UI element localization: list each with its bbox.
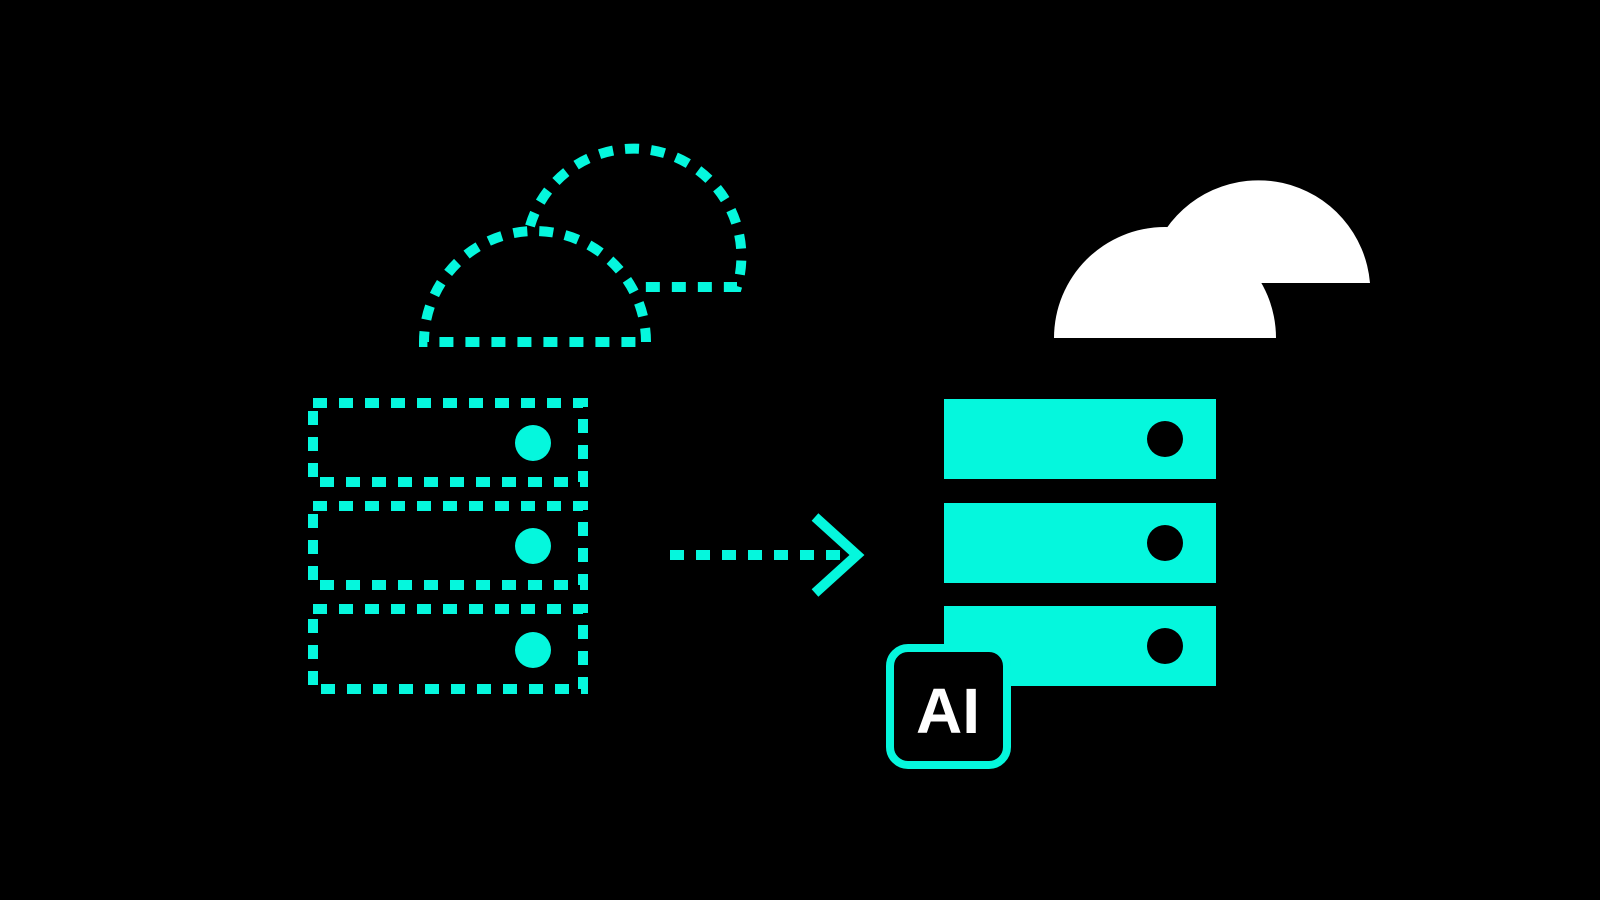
solid-server-rack-icon (944, 399, 1216, 686)
dashed-rack-unit-1 (308, 398, 588, 487)
dashed-arrow-right-icon (670, 513, 865, 597)
dashed-cloud-icon (418, 143, 747, 347)
dashed-rack-unit-2 (308, 501, 588, 590)
ai-badge: AI (886, 644, 1011, 769)
solid-rack-led-2 (1147, 525, 1183, 561)
dashed-server-rack-icon (308, 398, 588, 694)
dashed-rack-led-2 (515, 528, 551, 564)
dashed-rack-led-3 (515, 632, 551, 668)
ai-badge-background (886, 644, 1011, 769)
ai-badge-label: AI (916, 675, 980, 747)
solid-rack-led-1 (1147, 421, 1183, 457)
solid-cloud-icon (1054, 180, 1370, 338)
solid-rack-led-3 (1147, 628, 1183, 664)
dashed-rack-unit-3 (308, 604, 588, 694)
dashed-rack-led-1 (515, 425, 551, 461)
